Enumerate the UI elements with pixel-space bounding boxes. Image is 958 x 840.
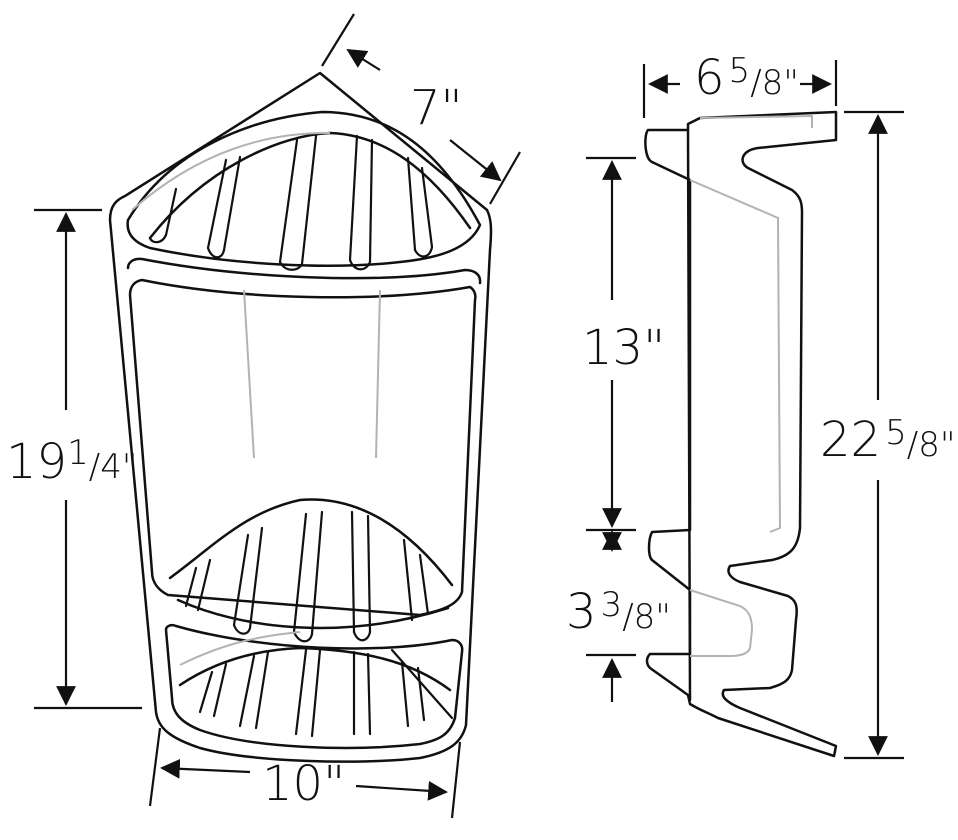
width-arrow-right <box>355 780 448 801</box>
middle-shelf-basin <box>168 498 454 587</box>
depth-arrow-lower <box>449 139 502 182</box>
side-dimensions <box>586 60 904 760</box>
width-arrow-left <box>160 758 251 779</box>
top-shelf-slats <box>148 134 434 271</box>
middle-shelf-slats <box>184 510 430 643</box>
shelf-outer-outline <box>108 71 493 763</box>
top-shelf-lip <box>126 257 482 285</box>
middle-shelf-front <box>176 598 450 630</box>
front-height-label: 191/4" <box>6 433 137 490</box>
side-hidden-lines <box>689 114 813 657</box>
bottom-shelf-outline <box>164 623 464 750</box>
top-shelf-rim <box>126 110 482 267</box>
side-view <box>644 110 838 758</box>
front-dimensions <box>34 13 521 819</box>
middle-panel-outline <box>128 278 477 617</box>
side-wall-front <box>686 128 692 702</box>
front-width-label: 10" <box>262 756 345 812</box>
side-profile-outline <box>644 110 838 758</box>
front-depth-label: 7" <box>410 80 463 136</box>
bottom-shelf-slats <box>198 648 454 738</box>
bottom-shelf-basin <box>178 646 452 692</box>
front-view <box>108 71 493 763</box>
side-upper-gap-label: 13" <box>582 320 665 376</box>
front-hidden-lines <box>131 131 381 666</box>
depth-arrow-upper <box>346 48 381 71</box>
